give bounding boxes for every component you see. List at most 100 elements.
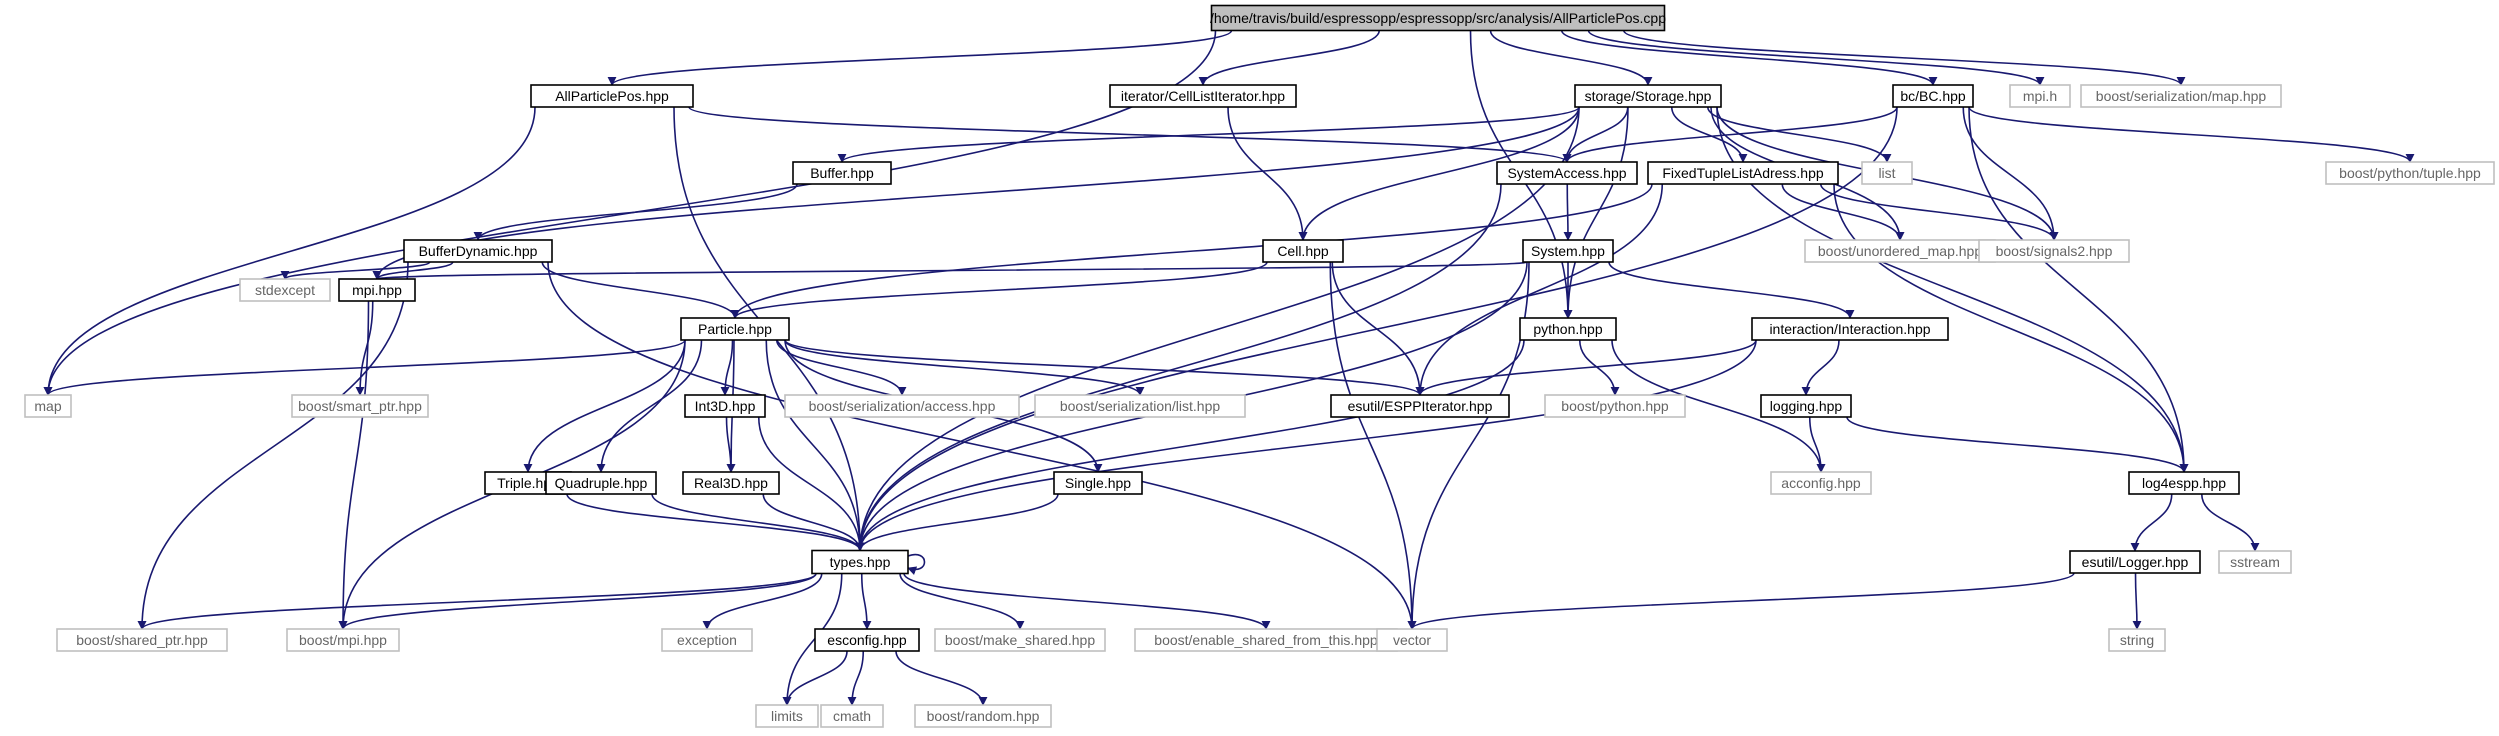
- node-cell[interactable]: Cell.hpp: [1262, 239, 1344, 263]
- node-label-allpp: AllParticlePos.hpp: [555, 88, 669, 104]
- edge-quadruple-to-types: [651, 493, 865, 552]
- node-interaction[interactable]: interaction/Interaction.hpp: [1751, 317, 1949, 341]
- node-acconfig: acconfig.hpp: [1770, 471, 1872, 495]
- node-label-log4espp: log4espp.hpp: [2142, 475, 2226, 491]
- node-allpp[interactable]: AllParticlePos.hpp: [530, 84, 694, 108]
- node-box-exception: [661, 628, 753, 652]
- node-esppit[interactable]: esutil/ESPPIterator.hpp: [1330, 394, 1510, 418]
- edge-line-particle-to-bsaccess: [775, 339, 907, 396]
- node-bufdyn[interactable]: BufferDynamic.hpp: [403, 239, 553, 263]
- node-ftla[interactable]: FixedTupleListAdress.hpp: [1647, 161, 1839, 185]
- node-root[interactable]: /home/travis/build/espressopp/espressopp…: [1210, 4, 1666, 32]
- edge-esconfig-to-limits: [782, 650, 848, 706]
- node-box-esconfig: [814, 628, 920, 652]
- node-box-cell: [1262, 239, 1344, 263]
- node-label-logging: logging.hpp: [1770, 398, 1843, 414]
- edge-line-types-to-bmake: [899, 573, 1025, 630]
- node-box-particle: [680, 317, 790, 341]
- node-real3d[interactable]: Real3D.hpp: [682, 471, 780, 495]
- node-cli[interactable]: iterator/CellListIterator.hpp: [1109, 84, 1297, 108]
- node-box-list: [1861, 161, 1913, 185]
- node-box-root: [1210, 4, 1666, 32]
- node-mpihpp[interactable]: mpi.hpp: [338, 278, 416, 302]
- node-box-ftla: [1647, 161, 1839, 185]
- node-label-vector: vector: [1393, 632, 1431, 648]
- node-box-bsmart: [291, 394, 429, 418]
- edge-line-cell-to-vector: [1329, 261, 1417, 630]
- edge-particle-to-map: [43, 339, 686, 396]
- node-box-bc: [1892, 84, 1974, 108]
- node-box-acconfig: [1770, 471, 1872, 495]
- node-buffer[interactable]: Buffer.hpp: [792, 161, 892, 185]
- node-label-esppit: esutil/ESPPIterator.hpp: [1348, 398, 1493, 414]
- node-label-single: Single.hpp: [1065, 475, 1131, 491]
- edge-line-esconfig-to-brandom: [895, 650, 988, 706]
- node-sstream: sstream: [2218, 550, 2292, 574]
- edge-line-types-to-bmpi: [338, 573, 817, 630]
- edge-line-ftla-to-particle: [730, 183, 1653, 319]
- node-box-bsaccess: [784, 394, 1020, 418]
- node-label-bumap: boost/unordered_map.hpp: [1818, 243, 1982, 259]
- node-box-mpih: [2009, 84, 2071, 108]
- node-mpih: mpi.h: [2009, 84, 2071, 108]
- edge-line-ftla-to-log4espp: [1833, 183, 2189, 473]
- node-label-bptuple: boost/python/tuple.hpp: [2339, 165, 2481, 181]
- edge-line-interaction-to-esppit: [1415, 339, 1757, 396]
- edge-line-system-to-mpihpp: [373, 261, 1528, 280]
- node-box-storage: [1574, 84, 1722, 108]
- node-system[interactable]: System.hpp: [1522, 239, 1614, 263]
- edge-line-particle-to-types: [765, 339, 865, 552]
- node-box-python: [1519, 317, 1617, 341]
- node-logger[interactable]: esutil/Logger.hpp: [2069, 550, 2201, 574]
- node-log4espp[interactable]: log4espp.hpp: [2128, 471, 2240, 495]
- node-label-mpih: mpi.h: [2023, 88, 2057, 104]
- edge-line-particle-to-map: [43, 339, 686, 396]
- edge-line-root-to-mpih: [1587, 30, 2045, 86]
- edge-storage-to-mpihpp: [372, 106, 1580, 280]
- node-label-acconfig: acconfig.hpp: [1781, 475, 1861, 491]
- edge-line-root-to-allpp: [607, 29, 1233, 86]
- edge-bc-to-sysacc: [1562, 106, 1898, 163]
- edge-types-to-exception: [702, 573, 823, 630]
- edge-line-bufdyn-to-stdexcept: [280, 261, 431, 280]
- node-list: list: [1861, 161, 1913, 185]
- node-box-cli: [1109, 84, 1297, 108]
- edge-line-ftla-to-bumap: [1781, 183, 1905, 241]
- edge-ftla-to-bumap: [1781, 183, 1905, 241]
- node-types[interactable]: types.hpp: [811, 549, 909, 575]
- node-particle[interactable]: Particle.hpp: [680, 317, 790, 341]
- node-box-allpp: [530, 84, 694, 108]
- node-label-bmake: boost/make_shared.hpp: [945, 632, 1095, 648]
- edge-cell-to-vector: [1329, 261, 1417, 630]
- edge-int3d-to-real3d: [725, 416, 736, 473]
- node-int3d[interactable]: Int3D.hpp: [684, 394, 766, 418]
- node-label-system: System.hpp: [1531, 243, 1605, 259]
- node-sysacc[interactable]: SystemAccess.hpp: [1496, 161, 1638, 185]
- edge-line-particle-to-quadruple: [596, 339, 703, 473]
- node-box-limits: [755, 704, 819, 728]
- edge-particle-to-quadruple: [596, 339, 703, 473]
- edge-line-system-to-interaction: [1608, 261, 1855, 319]
- node-string: string: [2108, 628, 2166, 652]
- node-python[interactable]: python.hpp: [1519, 317, 1617, 341]
- edge-line-cell-to-esppit: [1331, 261, 1425, 396]
- node-quadruple[interactable]: Quadruple.hpp: [545, 471, 657, 495]
- node-box-vector: [1376, 628, 1448, 652]
- edge-line-storage-to-types: [855, 106, 1580, 552]
- edge-line-root-to-bc: [1560, 30, 1938, 86]
- node-bc[interactable]: bc/BC.hpp: [1892, 84, 1974, 108]
- node-box-bsig2: [1978, 239, 2130, 263]
- edge-line-root-to-storage: [1489, 30, 1653, 86]
- node-label-bc: bc/BC.hpp: [1900, 88, 1966, 104]
- edge-ftla-to-particle: [730, 183, 1653, 319]
- node-bsmart: boost/smart_ptr.hpp: [291, 394, 429, 418]
- node-label-quadruple: Quadruple.hpp: [555, 475, 648, 491]
- node-storage[interactable]: storage/Storage.hpp: [1574, 84, 1722, 108]
- edge-line-log4espp-to-logger: [2130, 493, 2173, 552]
- node-box-bptuple: [2325, 161, 2495, 185]
- node-box-interaction: [1751, 317, 1949, 341]
- node-box-log4espp: [2128, 471, 2240, 495]
- node-single[interactable]: Single.hpp: [1053, 471, 1143, 495]
- node-logging[interactable]: logging.hpp: [1760, 394, 1852, 418]
- node-esconfig[interactable]: esconfig.hpp: [814, 628, 920, 652]
